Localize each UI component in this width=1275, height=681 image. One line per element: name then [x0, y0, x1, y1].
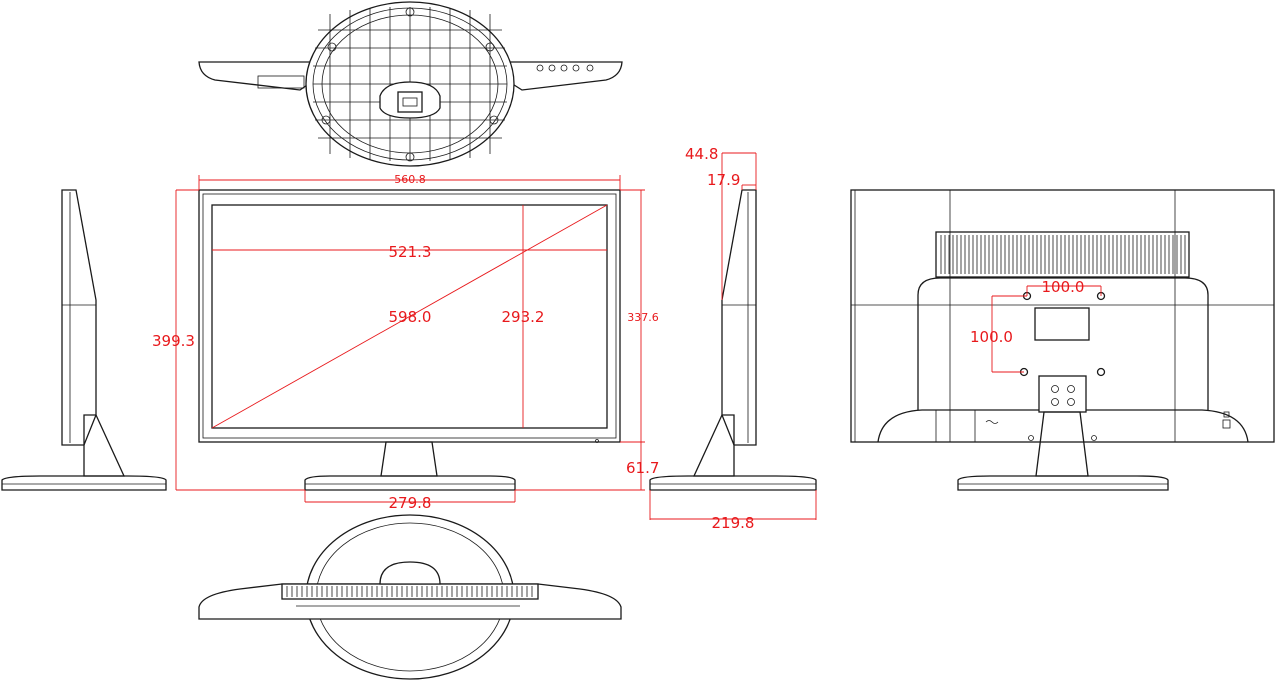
dim-base-width: 279.8 — [389, 494, 432, 512]
top-view — [198, 1, 623, 167]
right-side-view — [649, 189, 817, 491]
dimension-lines — [175, 152, 1102, 520]
dim-screen-height: 293.2 — [502, 308, 545, 326]
dim-screen-width: 521.3 — [389, 243, 432, 261]
bottom-vent-grille — [286, 586, 533, 597]
top-view-grid — [313, 7, 507, 161]
bottom-view — [198, 514, 622, 680]
dim-depth-total: 44.8 — [685, 145, 718, 163]
dim-diagonal: 598.0 — [389, 308, 432, 326]
dim-vesa-horizontal: 100.0 — [1042, 278, 1085, 296]
dim-bezel-height: 337.6 — [627, 311, 659, 324]
front-buttons — [540, 439, 599, 443]
top-view-buttons — [536, 64, 594, 72]
rear-view — [850, 189, 1275, 491]
dim-overall-width: 560.8 — [394, 173, 426, 186]
dim-stand-height: 61.7 — [626, 459, 659, 477]
front-view — [198, 189, 621, 491]
dim-depth-panel: 17.9 — [707, 171, 740, 189]
rear-vent-grille — [940, 235, 1186, 274]
dim-vesa-vertical: 100.0 — [970, 328, 1013, 346]
dim-base-depth: 219.8 — [712, 514, 755, 532]
left-side-view — [1, 189, 167, 491]
dimension-labels: 560.8 521.3 598.0 293.2 337.6 399.3 61.7… — [152, 145, 1084, 532]
dim-overall-height: 399.3 — [152, 332, 195, 350]
